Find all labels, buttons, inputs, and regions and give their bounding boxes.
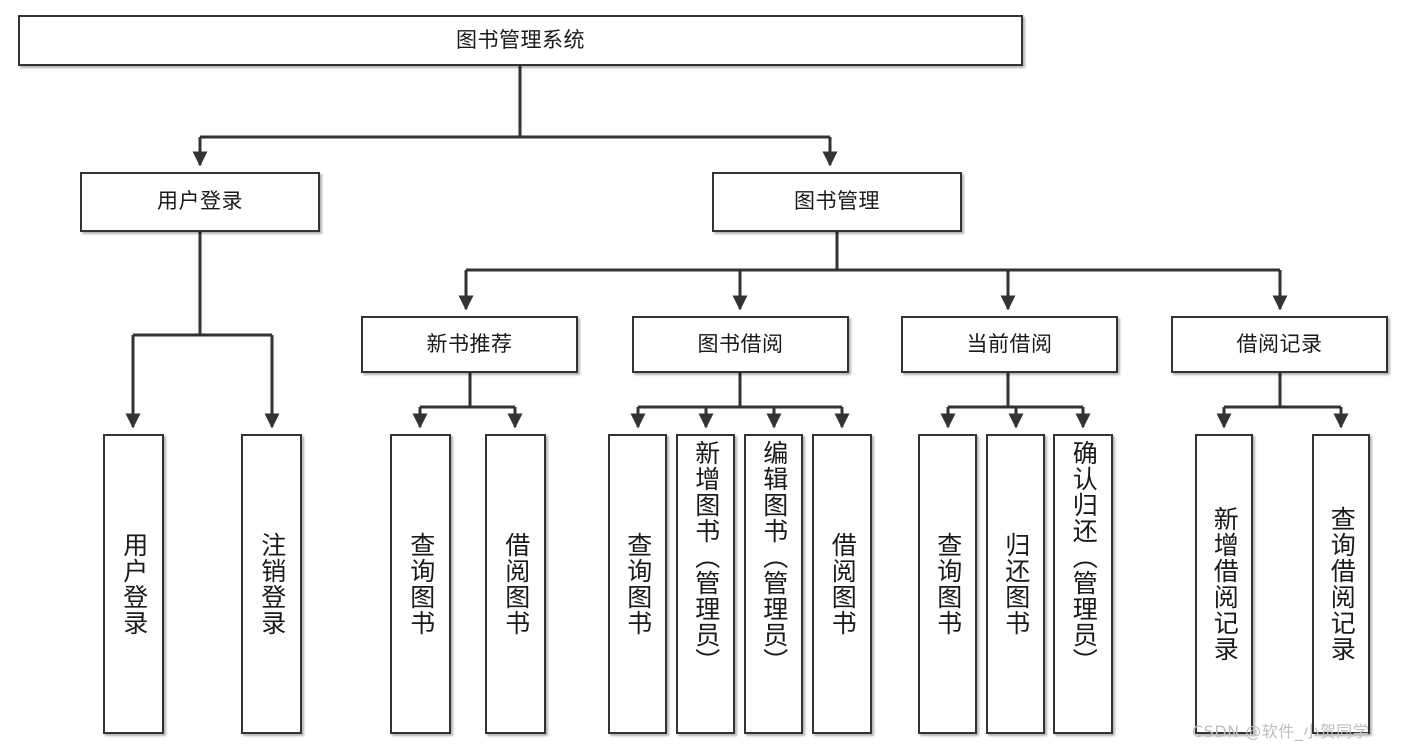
- node-book-management[interactable]: 图书管理: [712, 172, 962, 232]
- leaf-query-books-borrow-label: 查询图书: [623, 532, 653, 636]
- leaf-add-book-admin[interactable]: 新增图书（管理员）: [676, 434, 735, 734]
- leaf-logout[interactable]: 注销登录: [241, 434, 302, 734]
- leaf-borrow-books[interactable]: 借阅图书: [812, 434, 872, 734]
- leaf-edit-book-admin-label: 编辑图书（管理员）: [759, 440, 789, 674]
- leaf-confirm-return-admin-label: 确认归还（管理员）: [1069, 440, 1099, 674]
- leaf-query-borrow-record[interactable]: 查询借阅记录: [1312, 434, 1370, 734]
- leaf-add-borrow-record[interactable]: 新增借阅记录: [1195, 434, 1253, 734]
- leaf-user-login[interactable]: 用户登录: [103, 434, 164, 734]
- leaf-logout-label: 注销登录: [257, 532, 287, 636]
- node-current-borrow[interactable]: 当前借阅: [901, 316, 1118, 373]
- node-root[interactable]: 图书管理系统: [18, 15, 1023, 66]
- leaf-confirm-return-admin[interactable]: 确认归还（管理员）: [1053, 434, 1113, 734]
- node-user-login-label: 用户登录: [157, 189, 243, 214]
- node-new-book-recommend-label: 新书推荐: [426, 331, 513, 356]
- csdn-watermark: CSDN @软件_小贺同学: [1192, 722, 1370, 741]
- leaf-borrow-books-label: 借阅图书: [828, 532, 858, 636]
- leaf-query-books-borrow[interactable]: 查询图书: [608, 434, 667, 734]
- node-new-book-recommend[interactable]: 新书推荐: [361, 316, 578, 373]
- node-current-borrow-label: 当前借阅: [966, 331, 1053, 356]
- node-book-management-label: 图书管理: [794, 189, 880, 214]
- leaf-query-borrow-record-label: 查询借阅记录: [1327, 506, 1357, 662]
- node-borrow-records-label: 借阅记录: [1236, 331, 1323, 356]
- leaf-query-books-recommend[interactable]: 查询图书: [390, 434, 451, 734]
- node-user-login[interactable]: 用户登录: [80, 172, 320, 232]
- leaf-borrow-books-recommend-label: 借阅图书: [501, 532, 531, 636]
- node-book-borrow-label: 图书借阅: [697, 331, 784, 356]
- leaf-edit-book-admin[interactable]: 编辑图书（管理员）: [744, 434, 803, 734]
- leaf-user-login-label: 用户登录: [119, 532, 149, 636]
- leaf-add-borrow-record-label: 新增借阅记录: [1210, 506, 1240, 662]
- leaf-return-books-label: 归还图书: [1001, 532, 1031, 636]
- leaf-borrow-books-recommend[interactable]: 借阅图书: [485, 434, 546, 734]
- node-root-label: 图书管理系统: [456, 27, 585, 52]
- node-borrow-records[interactable]: 借阅记录: [1171, 316, 1388, 373]
- leaf-query-books-current-label: 查询图书: [933, 532, 963, 636]
- leaf-query-books-recommend-label: 查询图书: [406, 532, 436, 636]
- node-book-borrow[interactable]: 图书借阅: [632, 316, 849, 373]
- leaf-add-book-admin-label: 新增图书（管理员）: [691, 440, 721, 674]
- leaf-query-books-current[interactable]: 查询图书: [918, 434, 977, 734]
- leaf-return-books[interactable]: 归还图书: [986, 434, 1045, 734]
